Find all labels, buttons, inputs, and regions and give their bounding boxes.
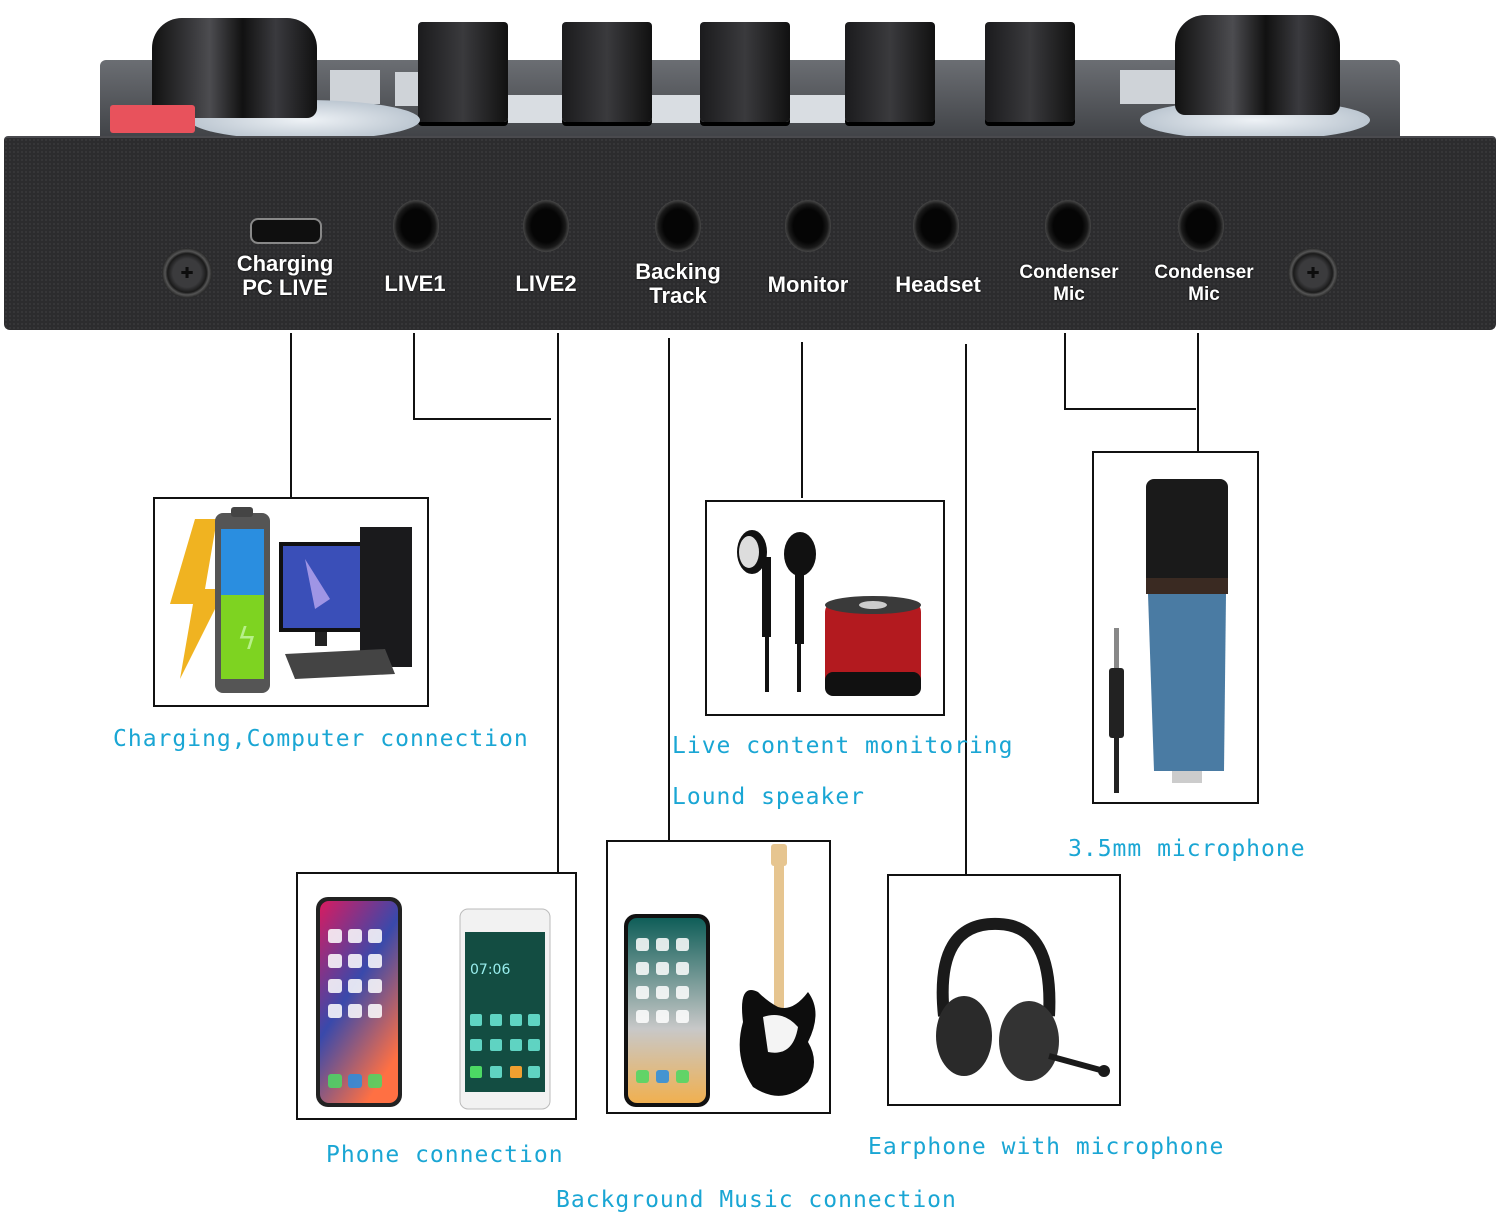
battery-icon: ϟ xyxy=(215,507,270,693)
android-clock: 07:06 xyxy=(470,962,510,978)
port-label-monitor: Monitor xyxy=(767,272,849,297)
caption-loud-speaker: Lound speaker xyxy=(672,784,866,810)
box-earphone-with-mic xyxy=(887,874,1121,1106)
svg-text:ϟ: ϟ xyxy=(237,622,257,657)
box-microphone xyxy=(1092,451,1259,804)
line-backing-track xyxy=(668,338,670,840)
caption-charging: Charging,Computer connection xyxy=(113,726,529,752)
device-front-panel xyxy=(4,136,1496,330)
jack-live1[interactable] xyxy=(393,200,439,252)
slot-left xyxy=(330,70,380,104)
condenser-microphone-icon xyxy=(1146,479,1228,783)
red-button[interactable] xyxy=(110,105,195,133)
port-label-condenser-mic-2: Condenser Mic xyxy=(1154,262,1254,305)
line-live1 xyxy=(413,333,415,419)
desktop-computer-icon xyxy=(279,527,412,679)
fader-4[interactable] xyxy=(845,22,935,122)
caption-microphone: 3.5mm microphone xyxy=(1068,836,1306,862)
caption-earphone-with-mic: Earphone with microphone xyxy=(868,1134,1225,1160)
box-phone: 07:06 xyxy=(296,872,577,1120)
port-label-live1: LIVE1 xyxy=(384,271,446,296)
line-condenser-2 xyxy=(1197,333,1199,470)
line-live1-h xyxy=(413,418,551,420)
line-monitor xyxy=(801,342,803,498)
slot-right xyxy=(1120,70,1180,104)
volume-knob-left[interactable] xyxy=(152,18,317,118)
port-label-headset: Headset xyxy=(895,272,981,297)
port-label-live2: LIVE2 xyxy=(515,271,577,296)
smartphone-icon xyxy=(624,914,710,1107)
jack-condenser-mic-1[interactable] xyxy=(1045,200,1091,252)
caption-live-monitoring: Live content monitoring xyxy=(672,733,1014,759)
box-monitoring xyxy=(705,500,945,716)
port-label-backing-track: Backing Track xyxy=(635,259,721,308)
micro-usb-port[interactable] xyxy=(250,218,322,244)
jack-monitor[interactable] xyxy=(785,200,831,252)
line-live2 xyxy=(557,333,559,873)
headset-with-mic-icon xyxy=(936,917,1110,1081)
fader-3[interactable] xyxy=(700,22,790,122)
port-label-condenser-mic-1: Condenser Mic xyxy=(1019,262,1119,305)
line-headset xyxy=(965,344,967,874)
electric-guitar-icon xyxy=(739,844,816,1096)
speaker-icon xyxy=(825,596,921,696)
line-condenser-1-h xyxy=(1064,408,1196,410)
audio-jack-icon xyxy=(1109,628,1124,793)
iphone-icon xyxy=(316,897,402,1107)
lightning-icon xyxy=(170,519,225,679)
jack-live2[interactable] xyxy=(523,200,569,252)
screw-icon xyxy=(1288,248,1338,298)
box-charging-computer: ϟ xyxy=(153,497,429,707)
fader-2[interactable] xyxy=(562,22,652,122)
port-label-charging: Charging PC LIVE xyxy=(236,251,334,300)
fader-5[interactable] xyxy=(985,22,1075,122)
earphones-icon xyxy=(737,530,816,692)
line-charging xyxy=(290,333,292,497)
android-phone-icon: 07:06 xyxy=(459,908,551,1110)
jack-backing-track[interactable] xyxy=(655,200,701,252)
jack-condenser-mic-2[interactable] xyxy=(1178,200,1224,252)
fader-track xyxy=(470,95,860,123)
box-background-music xyxy=(606,840,831,1114)
caption-background-music: Background Music connection xyxy=(556,1187,957,1213)
line-condenser-1 xyxy=(1064,333,1066,409)
fader-1[interactable] xyxy=(418,22,508,122)
volume-knob-right[interactable] xyxy=(1175,15,1340,115)
screw-icon xyxy=(162,248,212,298)
jack-headset[interactable] xyxy=(913,200,959,252)
caption-phone: Phone connection xyxy=(326,1142,564,1168)
